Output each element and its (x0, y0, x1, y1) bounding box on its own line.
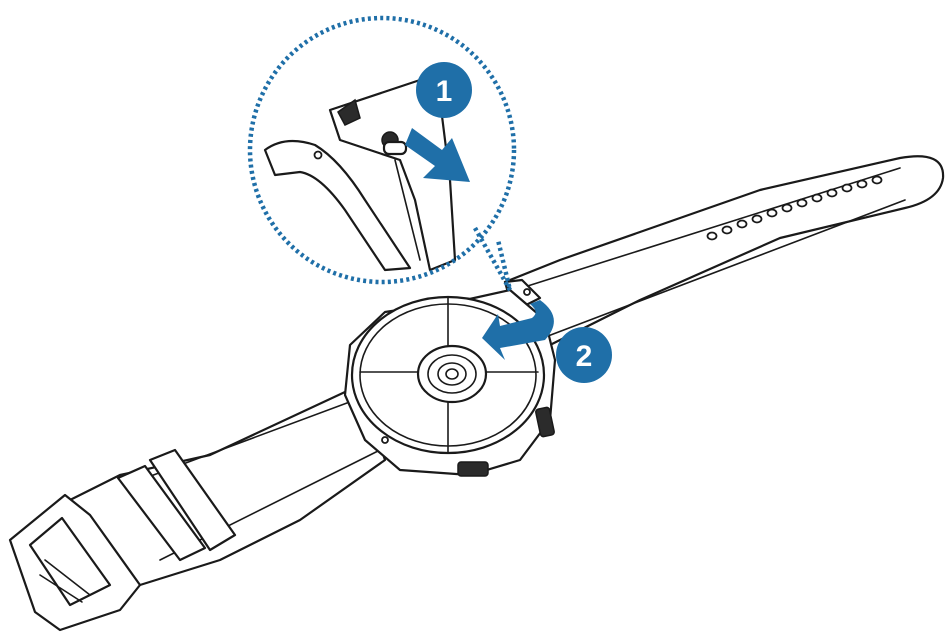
watch-body (345, 290, 555, 476)
strap-short-with-buckle (10, 385, 385, 630)
strap-long-with-holes (505, 156, 943, 345)
magnified-callout (250, 18, 514, 290)
step-1-number: 1 (436, 75, 453, 108)
sensor-window (418, 346, 486, 402)
step-2-number: 2 (576, 340, 593, 373)
